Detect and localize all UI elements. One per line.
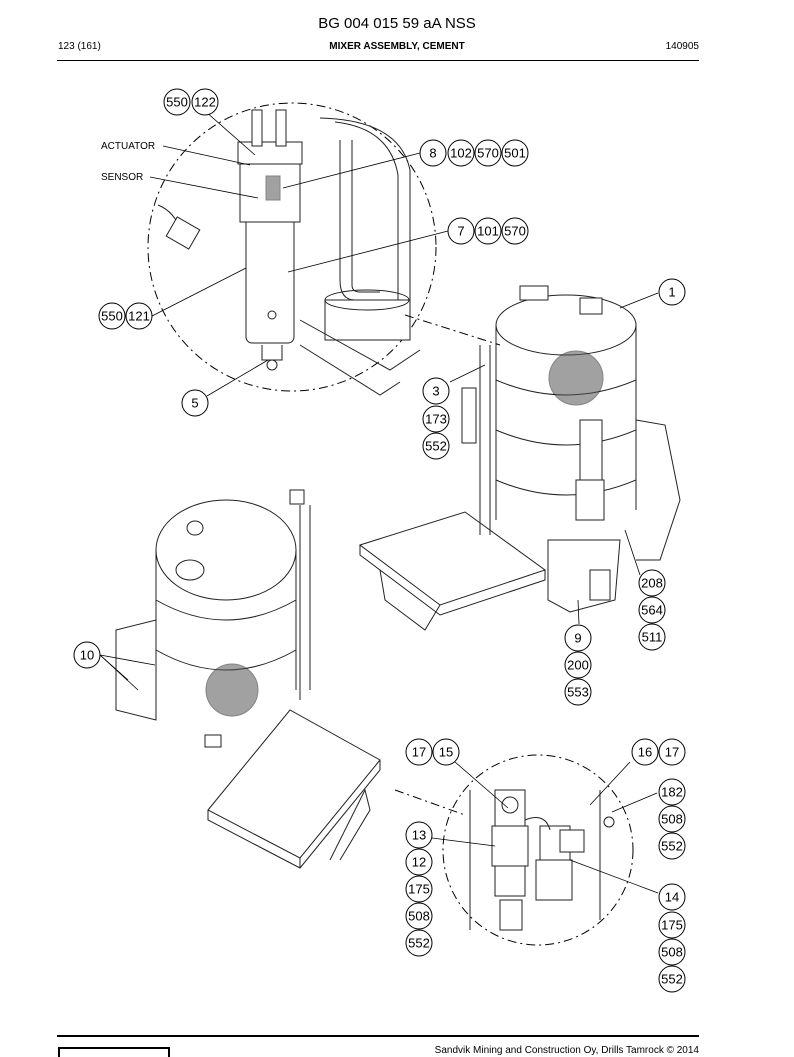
callout-17: 17 [658,738,686,766]
callout-122: 122 [191,88,219,116]
svg-text:550: 550 [166,95,188,110]
svg-text:511: 511 [642,630,663,645]
svg-text:508: 508 [408,909,430,924]
callout-12: 12 [405,848,433,876]
svg-text:570: 570 [504,224,526,239]
callout-16: 16 [631,738,659,766]
callout-121: 121 [125,302,153,330]
callout-511: 511 [638,623,666,651]
svg-text:10: 10 [80,648,94,663]
callout-553: 553 [564,678,592,706]
svg-text:550: 550 [101,309,123,324]
page-number: 123 (161) [58,41,101,52]
callout-17: 17 [405,738,433,766]
svg-text:552: 552 [661,972,683,987]
page-title: MIXER ASSEMBLY, CEMENT [329,41,465,52]
svg-text:173: 173 [425,412,447,427]
callout-182: 182 [658,778,686,806]
callout-15: 15 [432,738,460,766]
callout-552: 552 [405,929,433,957]
svg-text:508: 508 [661,945,683,960]
svg-text:208: 208 [641,576,663,591]
callout-550: 550 [98,302,126,330]
footer-copyright: Sandvik Mining and Construction Oy, Dril… [434,1045,699,1056]
callout-7: 7 [447,217,475,245]
svg-text:553: 553 [567,685,589,700]
svg-text:8: 8 [429,146,436,161]
callout-9: 9 [564,624,592,652]
detail-view-sensor [147,102,437,396]
callout-8: 8 [419,139,447,167]
svg-text:570: 570 [477,146,499,161]
callout-564: 564 [638,596,666,624]
footer-rule [57,1035,699,1037]
callout-173: 173 [422,405,450,433]
callout-508: 508 [658,805,686,833]
svg-text:9: 9 [574,631,581,646]
callout-552: 552 [422,432,450,460]
detail-view-valves [442,754,634,946]
svg-text:13: 13 [412,828,426,843]
svg-text:175: 175 [661,918,683,933]
callout-501: 501 [501,139,529,167]
callout-101: 101 [474,217,502,245]
svg-text:182: 182 [661,785,683,800]
leader-lines [99,110,659,894]
svg-text:17: 17 [665,745,679,760]
svg-text:200: 200 [567,658,589,673]
callout-550: 550 [163,88,191,116]
document-date: 140905 [665,41,699,52]
svg-text:7: 7 [457,224,464,239]
callout-102: 102 [447,139,475,167]
callout-175: 175 [405,875,433,903]
callout-508: 508 [658,938,686,966]
svg-text:121: 121 [128,309,150,324]
actuator-label: ACTUATOR [101,141,155,152]
svg-text:102: 102 [450,146,472,161]
callout-5: 5 [181,389,209,417]
svg-text:564: 564 [641,603,663,618]
callout-508: 508 [405,902,433,930]
svg-text:16: 16 [638,745,652,760]
brand-logo [58,1047,170,1057]
mixer-assembly-right-view [358,285,681,631]
mixer-assembly-left-view [115,489,381,869]
detail-connector-top [404,314,501,346]
svg-text:101: 101 [477,224,499,239]
detail-connector-bottom [394,789,466,816]
svg-text:552: 552 [661,839,683,854]
svg-text:3: 3 [432,384,439,399]
callout-1: 1 [658,278,686,306]
svg-text:501: 501 [504,146,526,161]
svg-text:14: 14 [665,890,679,905]
callout-3: 3 [422,377,450,405]
callout-570: 570 [474,139,502,167]
callout-175: 175 [658,911,686,939]
callout-14: 14 [658,883,686,911]
callout-208: 208 [638,569,666,597]
callout-552: 552 [658,832,686,860]
callout-13: 13 [405,821,433,849]
svg-text:175: 175 [408,882,430,897]
header-rule [57,60,699,61]
document-number: BG 004 015 59 aA NSS [318,15,476,32]
callout-10: 10 [73,641,101,669]
svg-text:12: 12 [412,855,426,870]
svg-text:15: 15 [439,745,453,760]
svg-text:508: 508 [661,812,683,827]
sensor-label: SENSOR [101,172,143,183]
svg-text:1: 1 [668,285,675,300]
svg-text:5: 5 [191,396,198,411]
svg-text:552: 552 [408,936,430,951]
callout-200: 200 [564,651,592,679]
svg-text:552: 552 [425,439,447,454]
callout-552: 552 [658,965,686,993]
callout-570: 570 [501,217,529,245]
svg-text:17: 17 [412,745,426,760]
svg-text:122: 122 [194,95,216,110]
